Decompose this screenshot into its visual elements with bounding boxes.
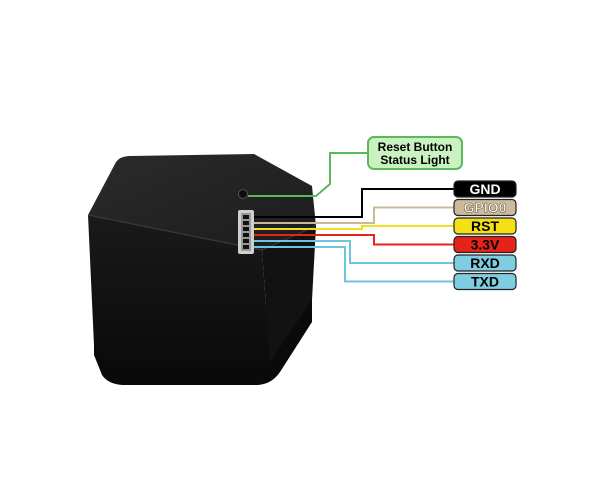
status-light-hole: [238, 189, 248, 199]
pin-label-box: [453, 217, 517, 235]
wire-3-3v: [254, 234, 454, 246]
pin-label-text: GPIO0: [464, 200, 507, 216]
pin-label-text: 3.3V: [471, 237, 500, 253]
pin-label-rst: RST: [453, 217, 517, 235]
callout-line-2: Status Light: [380, 153, 449, 167]
callout-leader-line: [248, 152, 368, 197]
pin-label-box: [453, 198, 517, 217]
device-right-face: [262, 226, 316, 362]
pin-label-3-3v: 3.3V: [453, 235, 517, 254]
device-left-face: [88, 215, 270, 372]
pin-label-text: GND: [469, 181, 500, 197]
wires: [254, 188, 454, 283]
callout-line-1: Reset Button: [378, 140, 453, 154]
pin-label-rxd: RXD: [453, 254, 517, 272]
wire-gpio0: [254, 206, 454, 224]
pin-label-box: [453, 272, 517, 291]
wire-rxd: [254, 240, 454, 264]
callout-box: [367, 136, 463, 170]
pin-label-gpio0: GPIO0: [453, 198, 517, 217]
pin-label-box: [453, 235, 517, 254]
pin-label-gnd: GND: [453, 180, 517, 198]
pin-label-text: TXD: [471, 274, 499, 290]
pin-label-box: [453, 180, 517, 198]
pin-label-txd: TXD: [453, 272, 517, 291]
wire-gnd: [254, 188, 454, 218]
pin-label-box: [453, 254, 517, 272]
wire-txd: [254, 246, 454, 283]
device-body: [87, 154, 317, 385]
wire-rst: [254, 225, 454, 230]
pin-header-connector: [238, 210, 254, 254]
pin-label-text: RXD: [470, 255, 500, 271]
reset-button-callout: Reset Button Status Light: [248, 136, 463, 197]
pin-label-text: RST: [471, 218, 499, 234]
